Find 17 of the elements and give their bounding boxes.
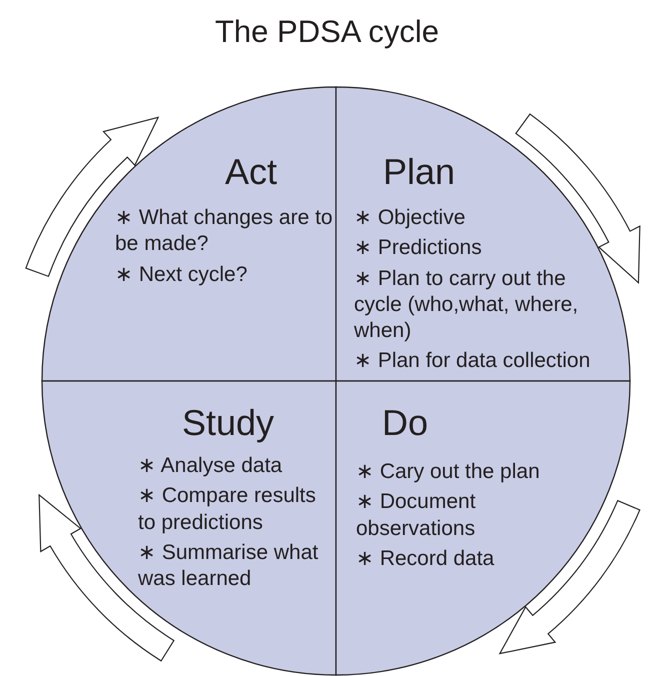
quadrant-heading: Act	[225, 152, 278, 192]
quadrant-heading: Do	[382, 403, 428, 443]
bullet-item: ∗ Analyse data	[138, 453, 284, 479]
title: The PDSA cycle	[214, 14, 440, 50]
bullet-item: ∗ Next cycle?	[115, 262, 248, 288]
bullet-item: ∗ Predictions	[354, 235, 483, 262]
quadrant-heading: Study	[182, 403, 274, 443]
bullet-item: ∗ Record data	[356, 546, 496, 572]
bullet-item: ∗ Plan for data collection	[354, 348, 592, 374]
bullet-item: ∗ Plan to carry out the cycle (who,what, where, when)	[354, 266, 580, 344]
quadrant-heading: Plan	[383, 152, 456, 192]
bullet-item: ∗ Compare results to predictions	[138, 483, 317, 536]
bullet-item: ∗ Document observations	[356, 489, 477, 542]
bullet-item: ∗ Cary out the plan	[356, 459, 541, 485]
bullet-item: ∗ Objective	[354, 205, 466, 231]
bullet-item: ∗ Summarise what was learned	[138, 540, 320, 592]
bullet-item: ∗ What changes are to be made?	[115, 205, 333, 258]
